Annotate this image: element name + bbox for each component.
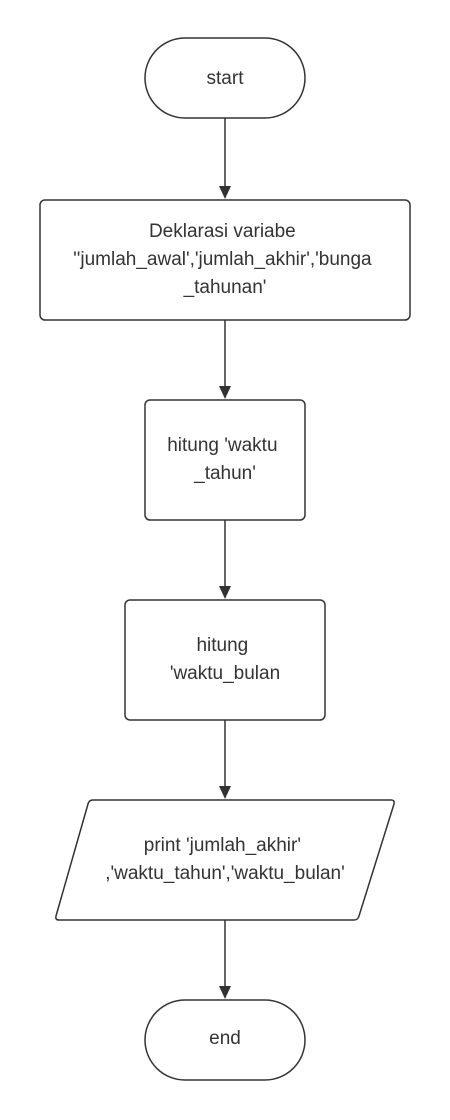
svg-text:hitung 'waktu_bulan: hitung 'waktu_bulan	[170, 635, 280, 684]
connector-start-declare	[219, 118, 231, 199]
connector-output-end	[219, 920, 231, 999]
svg-text:start: start	[207, 68, 245, 89]
declare-line-3: _tahunan'	[183, 277, 267, 298]
svg-text:Deklarasi variabe ''juml: Deklarasi variabe ''jumlah_awal','jumlah…	[73, 221, 377, 298]
calc-months-line-2: 'waktu_bulan	[170, 663, 280, 684]
end-terminator[interactable]: end	[144, 999, 306, 1081]
start-label: start	[207, 68, 245, 89]
declare-line-2: ''jumlah_awal','jumlah_akhir','bunga	[73, 249, 372, 270]
print-output-io[interactable]: print 'jumlah_akhir' ,'waktu_tahun','wak…	[55, 799, 395, 921]
declare-line-1: Deklarasi variabe	[149, 221, 296, 242]
print-line-2: ,'waktu_tahun','waktu_bulan'	[105, 863, 345, 884]
svg-text:print 'jumlah_akhir' ,'w: print 'jumlah_akhir' ,'waktu_tahun','wak…	[105, 835, 345, 884]
calc-years-line-2: _tahun'	[193, 463, 256, 484]
start-terminator[interactable]: start	[144, 37, 306, 119]
calc-years-process[interactable]: hitung 'waktu _tahun'	[144, 399, 306, 521]
declare-variables-process[interactable]: Deklarasi variabe ''jumlah_awal','jumlah…	[39, 199, 411, 321]
svg-text:end: end	[209, 1028, 241, 1049]
connector-calc-months-output	[219, 720, 231, 799]
print-line-1: print 'jumlah_akhir'	[144, 835, 301, 856]
calc-months-line-1: hitung	[196, 635, 248, 656]
connector-declare-calc-years	[219, 320, 231, 399]
svg-text:hitung 'waktu _tahun': hitung 'waktu _tahun'	[167, 435, 283, 484]
calc-years-line-1: hitung 'waktu	[167, 435, 277, 456]
calc-months-process[interactable]: hitung 'waktu_bulan	[124, 599, 326, 721]
connector-calc-years-calc-months	[219, 520, 231, 599]
end-label: end	[209, 1028, 241, 1049]
